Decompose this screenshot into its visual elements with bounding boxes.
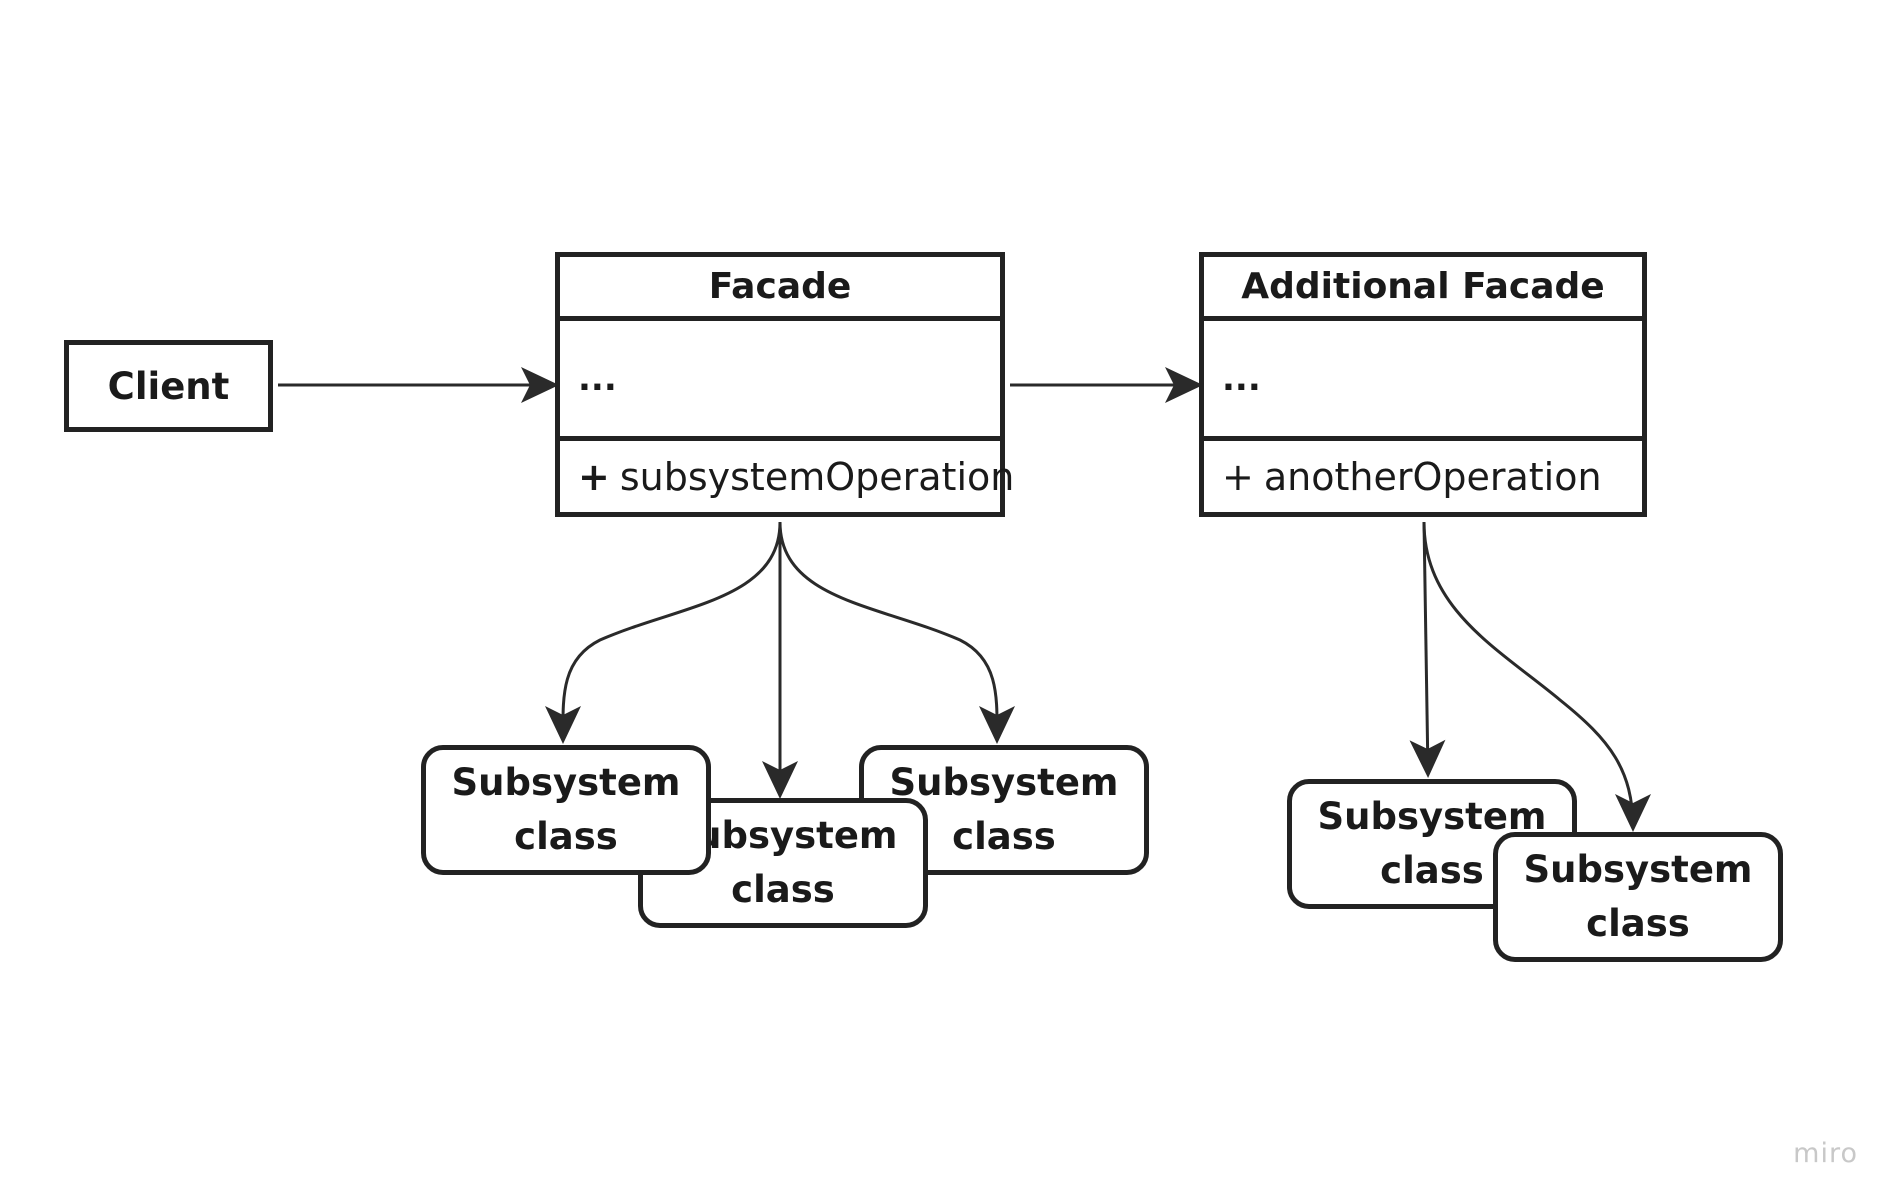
- miro-watermark: miro: [1793, 1138, 1858, 1169]
- additional-facade-class-box[interactable]: Additional Facade ... + anotherOperation: [1199, 252, 1647, 517]
- additional-facade-operation: anotherOperation: [1263, 454, 1602, 499]
- additional-facade-class-name: Additional Facade: [1204, 257, 1642, 321]
- subsystem-class-4-line1: Subsystem: [1317, 795, 1547, 838]
- subsystem-class-5-line1: Subsystem: [1523, 848, 1753, 891]
- client-label: Client: [107, 364, 230, 408]
- subsystem-class-2-line2: class: [731, 868, 835, 911]
- subsystem-class-1-line1: Subsystem: [451, 761, 681, 804]
- facade-class-box[interactable]: Facade ... + subsystemOperation: [555, 252, 1014, 517]
- subsystem-class-1-line2: class: [514, 815, 618, 858]
- subsystem-class-3-line1: Subsystem: [889, 761, 1119, 804]
- facade-operation: subsystemOperation: [619, 454, 1015, 499]
- additional-facade-to-subsystem-4-arrow: [1409, 521, 1446, 778]
- subsystem-class-box-5[interactable]: Subsystem class: [1493, 832, 1783, 962]
- subsystem-class-3-line2: class: [952, 815, 1056, 858]
- facade-to-subsystem-1-arrow: [544, 521, 782, 744]
- facade-operations: + subsystemOperation: [560, 441, 1014, 512]
- additional-facade-attributes: ...: [1204, 321, 1642, 441]
- facade-attributes: ...: [560, 321, 1000, 441]
- facade-to-subsystem-3-arrow: [778, 521, 1016, 744]
- additional-facade-operation-prefix: +: [1222, 454, 1254, 499]
- subsystem-class-box-1[interactable]: Subsystem class: [421, 745, 711, 875]
- facade-class-name: Facade: [560, 257, 1000, 321]
- subsystem-class-5-line2: class: [1586, 902, 1690, 945]
- additional-facade-operations: + anotherOperation: [1204, 441, 1642, 512]
- facade-operation-prefix: +: [578, 454, 610, 499]
- additional-facade-to-subsystem-5-arrow: [1422, 521, 1651, 832]
- subsystem-class-4-line2: class: [1380, 849, 1484, 892]
- client-box[interactable]: Client: [64, 340, 273, 432]
